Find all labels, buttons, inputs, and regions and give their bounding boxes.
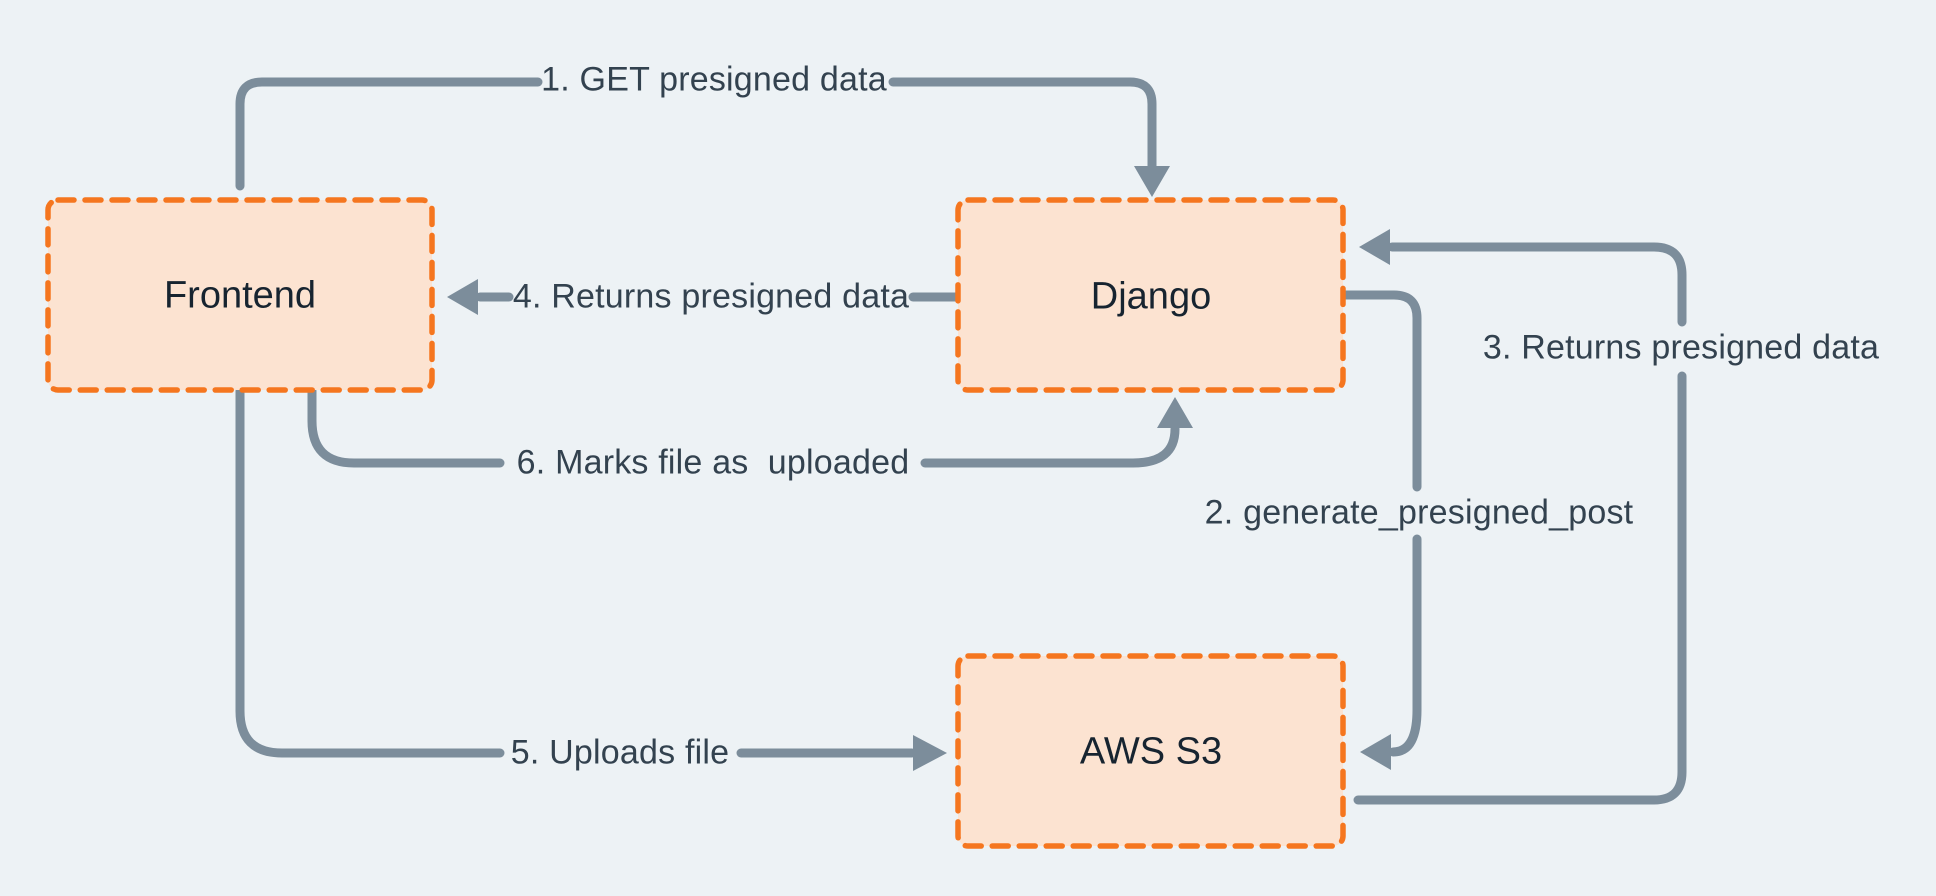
node-django-box [955,197,1346,393]
edge-2-label: 2. generate_presigned_post [1204,493,1634,532]
edge-5-label: 5. Uploads file [510,733,730,772]
node-aws-s3-label: AWS S3 [1079,730,1223,773]
node-aws-s3-box [955,653,1346,849]
edge-2-path-start [1341,290,1422,492]
node-frontend-label: Frontend [163,274,317,317]
edge-1-label: 1. GET presigned data [541,60,887,99]
edge-4-arrowhead [447,279,478,315]
edge-3-path-start [1353,371,1687,805]
node-frontend-box [45,197,435,393]
edge-6-arrowhead [1157,397,1193,428]
edge-1-path-end [888,77,1157,171]
edge-3-arrowhead [1359,229,1390,265]
edge-4-label: 4. Returns presigned data [512,277,910,316]
edge-2-path-end [1388,534,1422,757]
edge-1-arrowhead [1134,166,1170,197]
edge-2-arrowhead [1360,734,1391,770]
edge-5-path-start [235,386,505,758]
edge-6-path-end [920,424,1180,468]
edge-3-label: 3. Returns presigned data [1482,328,1880,367]
edge-3-path-end [1387,242,1687,327]
node-django-label: Django [1090,275,1212,318]
edge-6-path-start [307,386,505,468]
edge-1-path-start [235,77,543,191]
edge-5-arrowhead [913,735,947,771]
edge-6-label: 6. Marks file as uploaded [516,443,910,482]
